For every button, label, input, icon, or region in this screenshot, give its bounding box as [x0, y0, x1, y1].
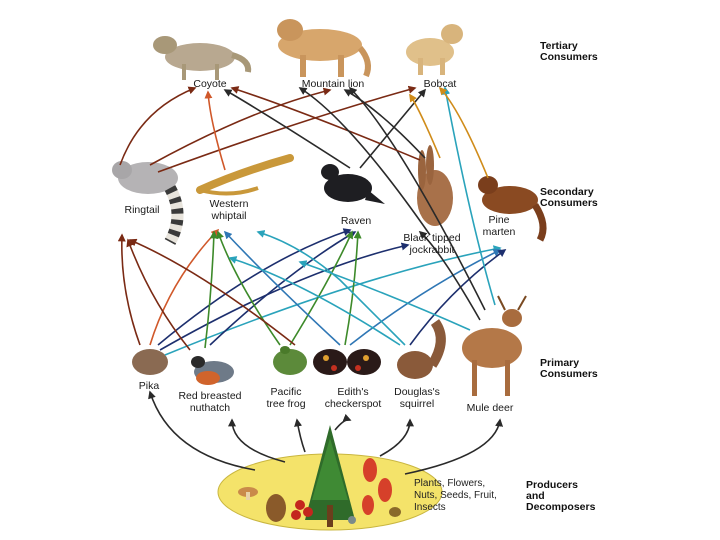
- label-checkerspot: Edith's checkerspot: [324, 386, 382, 410]
- label-western-whiptail: Western whiptail: [209, 198, 249, 222]
- level-secondary-consumers: Secondary Consumers: [540, 186, 598, 209]
- arrows-primary-to-higher: [117, 86, 507, 356]
- arrows-secondary-to-tertiary: [119, 85, 489, 236]
- ringtail-illustration: [112, 161, 184, 245]
- nuthatch-illustration: [191, 356, 234, 385]
- label-producers-list: Plants, Flowers, Nuts, Seeds, Fruit, Ins…: [414, 478, 497, 513]
- checkerspot-illustration: [313, 349, 381, 375]
- coyote-illustration: [153, 36, 252, 80]
- label-tree-frog: Pacific tree frog: [266, 386, 306, 410]
- label-jackrabbit: Black tipped jockrabbit: [403, 232, 461, 256]
- western-whiptail-illustration: [196, 154, 294, 196]
- squirrel-illustration: [397, 319, 446, 379]
- arrows-producers-to-primary: [148, 390, 504, 475]
- label-ringtail: Ringtail: [124, 204, 160, 216]
- pika-illustration: [132, 349, 168, 375]
- label-pika: Pika: [138, 380, 160, 392]
- producers-illustration: [217, 425, 443, 531]
- level-tertiary-consumers: Tertiary Consumers: [540, 40, 598, 63]
- label-raven: Raven: [340, 215, 372, 227]
- mountain-lion-illustration: [277, 19, 371, 78]
- label-bobcat: Bobcat: [423, 78, 457, 90]
- label-nuthatch: Red breasted nuthatch: [178, 390, 242, 414]
- pine-marten-illustration: [478, 176, 547, 242]
- label-coyote: Coyote: [193, 78, 227, 90]
- level-primary-consumers: Primary Consumers: [540, 357, 598, 380]
- label-mule-deer: Mule deer: [466, 402, 514, 414]
- raven-illustration: [321, 164, 385, 204]
- jackrabbit-illustration: [417, 145, 453, 226]
- level-producers-decomposers: Producers and Decomposers: [526, 479, 596, 513]
- tree-frog-illustration: [273, 346, 307, 375]
- label-pine-marten: Pine marten: [482, 214, 516, 238]
- label-mountain-lion: Mountain lion: [301, 78, 365, 90]
- label-douglas-squirrel: Douglas's squirrel: [394, 386, 440, 410]
- bobcat-illustration: [406, 24, 463, 75]
- mule-deer-illustration: [462, 295, 527, 396]
